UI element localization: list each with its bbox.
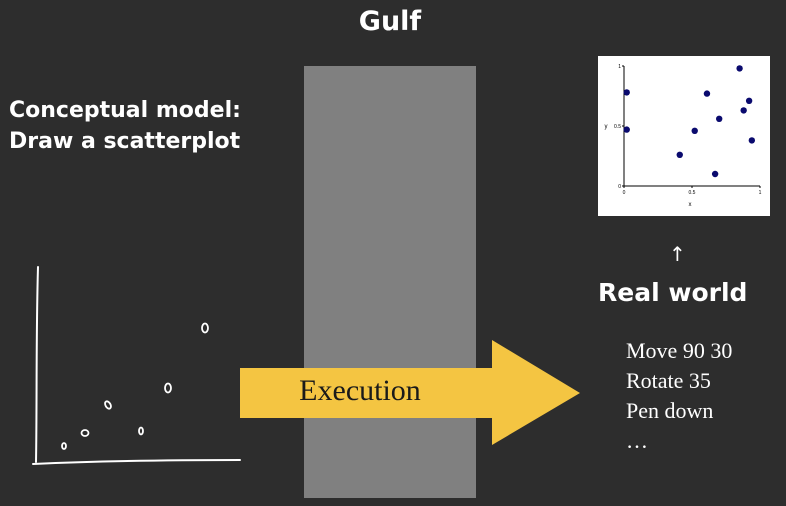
scatter-point bbox=[748, 137, 756, 144]
scatter-point bbox=[740, 107, 747, 114]
execution-label: Execution bbox=[299, 374, 421, 407]
real-scatterplot: 0 0.5 1 0 0.5 1 x y bbox=[598, 56, 770, 216]
sketch-y-axis bbox=[35, 266, 39, 463]
execution-arrow bbox=[240, 340, 580, 445]
command-item: Pen down bbox=[626, 398, 714, 423]
sketch-point bbox=[80, 429, 90, 437]
x-tick-label: 1 bbox=[759, 190, 762, 196]
conceptual-model-line-1: Conceptual model: bbox=[9, 98, 241, 123]
command-item: Move 90 30 bbox=[626, 338, 733, 363]
y-tick-label: 1 bbox=[618, 64, 621, 70]
scatter-point bbox=[623, 126, 630, 133]
sketch-point bbox=[164, 382, 172, 394]
scatter-point bbox=[716, 115, 723, 122]
sketch-x-axis bbox=[32, 459, 241, 465]
y-axis-label: y bbox=[605, 124, 608, 130]
conceptual-model-text: Conceptual model: Draw a scatterplot bbox=[9, 95, 299, 157]
up-arrow-icon: ↑ bbox=[669, 242, 686, 266]
command-item: … bbox=[626, 428, 648, 453]
x-tick-label: 0 bbox=[623, 190, 626, 196]
x-axis-label: x bbox=[689, 202, 692, 208]
scatter-point bbox=[711, 170, 719, 178]
command-item: Rotate 35 bbox=[626, 368, 711, 393]
y-tick-label: 0 bbox=[618, 184, 621, 190]
hand-drawn-scatterplot-sketch bbox=[32, 266, 241, 465]
scatter-point bbox=[676, 151, 683, 158]
scatterplot-svg: 0 0.5 1 0 0.5 1 x y bbox=[605, 64, 762, 208]
scatter-point bbox=[736, 65, 743, 72]
x-tick-label: 0.5 bbox=[689, 190, 696, 196]
sketch-point bbox=[104, 400, 112, 410]
gulf-title: Gulf bbox=[358, 6, 422, 37]
real-world-label: Real world bbox=[598, 278, 748, 307]
sketch-point bbox=[61, 442, 67, 450]
scatter-point bbox=[623, 89, 630, 96]
sketch-point bbox=[138, 426, 144, 436]
command-list: Move 90 30 Rotate 35 Pen down … bbox=[626, 336, 732, 456]
scatter-point bbox=[745, 97, 753, 104]
sketch-point bbox=[201, 322, 209, 334]
scatter-point bbox=[691, 127, 698, 134]
scatter-point bbox=[703, 90, 711, 97]
conceptual-model-line-2: Draw a scatterplot bbox=[9, 129, 241, 154]
gulf-bar bbox=[304, 66, 476, 498]
y-tick-label: 0.5 bbox=[614, 124, 621, 130]
